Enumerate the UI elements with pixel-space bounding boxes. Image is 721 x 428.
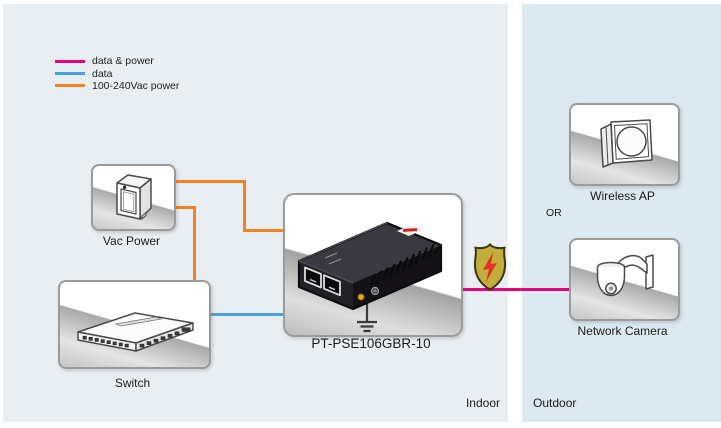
legend-label: data & power: [92, 55, 154, 68]
ac-line-vacpower-to-injector-h2: [243, 229, 285, 232]
outdoor-zone-panel: [522, 4, 721, 422]
legend-label: 100-240Vac power: [92, 79, 180, 92]
switch-box: [58, 280, 211, 369]
outdoor-zone-label: Outdoor: [533, 396, 577, 410]
wireless-ap-box: [569, 103, 680, 186]
network-camera-box: [569, 238, 680, 321]
or-label: OR: [546, 207, 562, 219]
vac-power-icon: [116, 174, 152, 221]
wireless-ap-icon: [600, 119, 653, 168]
vac-power-box: [91, 164, 176, 231]
ac-line-vacpower-to-injector-v: [243, 180, 246, 232]
ground-icon: [357, 301, 377, 333]
ac-line-vacpower-to-injector-h1: [171, 180, 246, 183]
surge-shield-icon: [473, 243, 507, 291]
poe-injector-icon: [297, 221, 443, 333]
data-power-line-swatch: [55, 59, 85, 63]
legend-item-data: data: [55, 67, 179, 80]
legend-item-data-power: data & power: [55, 55, 179, 67]
legend-label: data: [92, 67, 113, 80]
wireless-ap-label: Wireless AP: [590, 189, 655, 203]
ac-power-line-swatch: [55, 84, 85, 88]
poe-injector-box: [283, 193, 463, 337]
data-line-switch-to-injector: [205, 313, 285, 316]
network-camera-label: Network Camera: [577, 324, 668, 338]
data-power-line-injector-to-camera: [457, 288, 570, 291]
injector-model-label: PT-PSE106GBR-10: [311, 336, 431, 351]
vac-power-label: Vac Power: [102, 234, 161, 248]
ac-line-vacpower-to-switch-v: [193, 206, 196, 282]
ac-line-vacpower-to-switch-h: [171, 206, 196, 209]
switch-icon: [77, 312, 194, 352]
switch-label: Switch: [114, 376, 151, 390]
legend: data & power data 100-240Vac power: [55, 55, 179, 92]
legend-item-ac-power: 100-240Vac power: [55, 80, 179, 92]
indoor-zone-label: Indoor: [465, 396, 500, 410]
data-line-swatch: [55, 72, 85, 76]
network-camera-icon: [596, 254, 654, 297]
